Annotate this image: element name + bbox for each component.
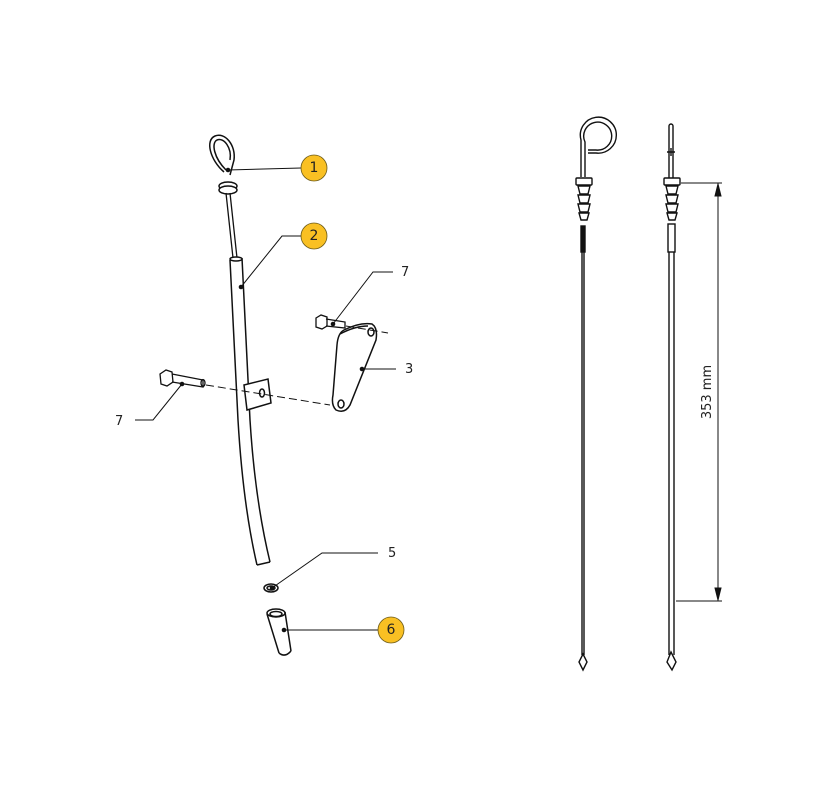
callout-3-label: 3 [405, 362, 413, 377]
callout-5-label: 5 [388, 546, 396, 561]
dipstick-front-view [663, 123, 681, 672]
length-dimension-label: 353 mm [700, 365, 715, 419]
callout-7-left-label: 7 [115, 414, 123, 429]
dipstick-handle-loop [209, 134, 238, 195]
bolt-left [159, 369, 206, 388]
guide-tube [229, 256, 271, 566]
callout-7-left: 7 [115, 381, 185, 429]
sleeve [266, 608, 292, 656]
callout-1-label: 1 [310, 160, 319, 176]
callout-6: 6 [281, 616, 405, 644]
callout-1: 1 [225, 154, 328, 182]
dipstick-rod [225, 192, 238, 259]
callout-2-label: 2 [310, 228, 319, 244]
tube-bracket [243, 378, 272, 411]
bolt-top [315, 314, 346, 330]
assembly-axis-top [345, 325, 389, 334]
callout-7-top-label: 7 [401, 265, 409, 280]
callout-6-label: 6 [387, 622, 396, 638]
assembly-axis-left [205, 384, 331, 406]
dipstick-side-view [575, 116, 618, 672]
callout-2: 2 [238, 222, 328, 290]
callout-7-top: 7 [330, 265, 409, 327]
callout-5: 5 [269, 546, 396, 591]
callout-3: 3 [359, 362, 413, 377]
length-dimension [676, 182, 722, 602]
cover-plate [331, 322, 378, 412]
